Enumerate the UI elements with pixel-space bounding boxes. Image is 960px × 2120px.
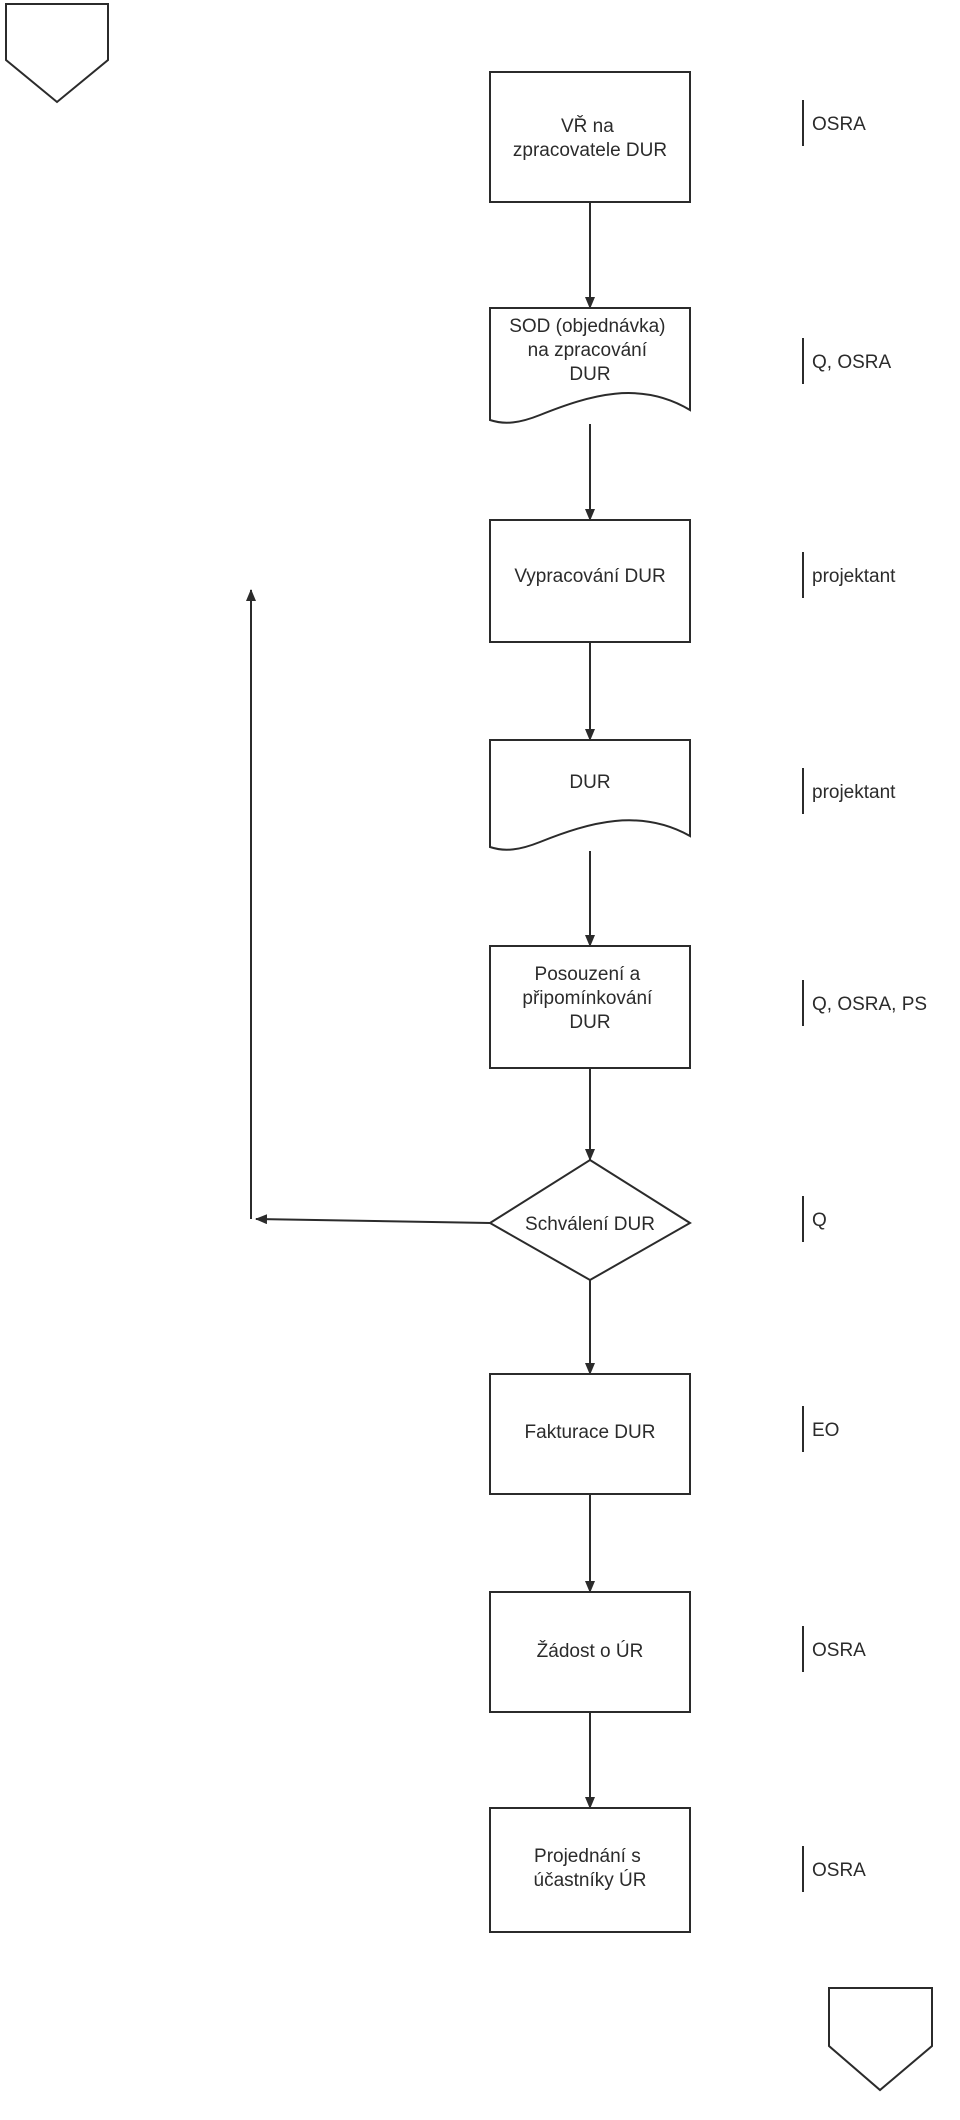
process-box	[489, 519, 691, 643]
decision-diamond	[488, 1158, 692, 1282]
role-label: Q, OSRA, PS	[812, 994, 927, 1015]
step-label: SOD (objednávka) na zpracování DUR	[509, 316, 671, 385]
step-projednani: Projednání s účastníky ÚR OSRA	[489, 1807, 866, 1933]
process-box	[489, 1807, 691, 1933]
connector-schvaleni-reject	[255, 1214, 491, 1225]
role-label: OSRA	[812, 1860, 866, 1881]
role-label: projektant	[812, 782, 896, 803]
step-label: Projednání s účastníky ÚR	[534, 1846, 647, 1891]
offpage-connector-top	[5, 3, 109, 104]
process-box	[489, 945, 691, 1069]
role-label: Q, OSRA	[812, 352, 892, 373]
step-label: VŘ na zpracovatele DUR	[513, 115, 667, 161]
process-box	[489, 1591, 691, 1713]
document-shape	[489, 739, 691, 851]
step-label: Posouzení a připomínkování DUR	[522, 964, 657, 1033]
step-vr: VŘ na zpracovatele DUR OSRA	[489, 71, 866, 203]
step-label: Vypracování DUR	[514, 566, 665, 587]
process-box	[489, 1373, 691, 1495]
process-box	[489, 71, 691, 203]
step-posouzeni: Posouzení a připomínkování DUR Q, OSRA, …	[489, 945, 927, 1069]
offpage-connector-bottom	[828, 1987, 933, 2092]
document-shape	[489, 307, 691, 424]
step-vypracovani: Vypracování DUR projektant	[489, 519, 896, 643]
role-label: EO	[812, 1420, 839, 1441]
step-dur: DUR projektant	[489, 739, 896, 851]
role-label: OSRA	[812, 114, 866, 135]
step-label: DUR	[569, 772, 610, 793]
step-schvaleni: Schválení DUR Q	[488, 1158, 827, 1282]
role-label: Q	[812, 1210, 827, 1231]
step-fakturace: Fakturace DUR EO	[489, 1373, 839, 1495]
role-label: OSRA	[812, 1640, 866, 1661]
step-zadost: Žádost o ÚR OSRA	[489, 1591, 866, 1713]
step-sod: SOD (objednávka) na zpracování DUR Q, OS…	[489, 307, 892, 424]
step-label: Fakturace DUR	[525, 1422, 656, 1443]
step-label: Schválení DUR	[525, 1214, 655, 1235]
role-label: projektant	[812, 566, 896, 587]
step-label: Žádost o ÚR	[537, 1640, 644, 1662]
